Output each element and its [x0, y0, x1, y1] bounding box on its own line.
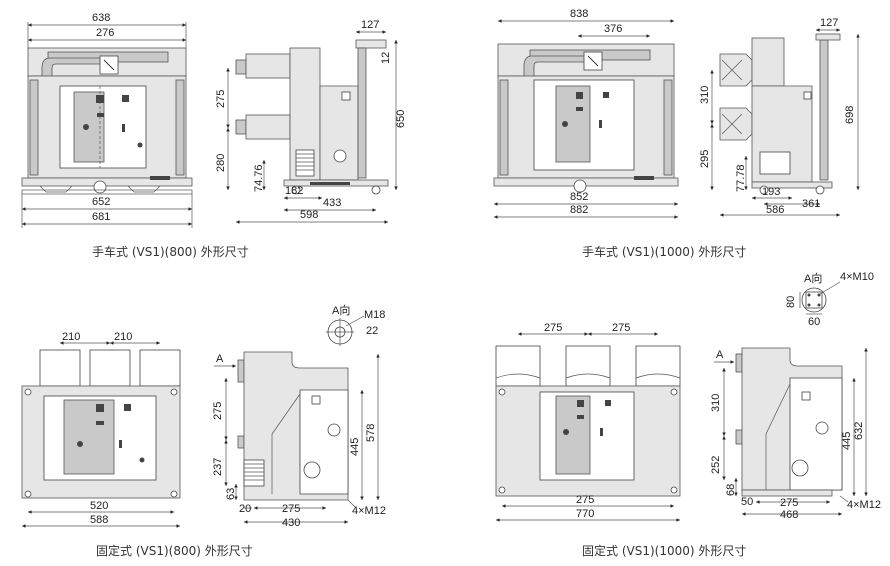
br-arrow-a: A	[716, 349, 724, 361]
br-dim-68: 68	[725, 484, 737, 496]
tl-dim-127: 127	[361, 19, 379, 31]
bl-dim-588: 588	[90, 514, 108, 526]
bl-detail-m18: M18	[364, 309, 385, 321]
tl-dim-12: 12	[380, 52, 392, 64]
tl-dim-681: 681	[92, 211, 110, 223]
br-side-dimensions: A 310 252 68 445 632 50 275 468 4×M12	[710, 348, 881, 521]
tr-dim-310: 310	[699, 86, 711, 104]
tr-dim-586: 586	[766, 204, 784, 216]
br-dim-275: 275	[780, 497, 798, 509]
br-dim-632: 632	[853, 422, 865, 440]
br-detail-label: A向	[804, 271, 822, 285]
tr-dim-193: 193	[762, 186, 780, 198]
tl-side-dimensions: 127 12 650 275 280 74.76 182 433 598	[215, 19, 407, 224]
tl-front-dimensions: 638 276 652 681	[21, 12, 193, 228]
tl-dim-652: 652	[92, 196, 110, 208]
tl-side-view	[235, 39, 389, 195]
bl-dim-210b: 210	[114, 331, 132, 343]
tl-dim-598: 598	[300, 209, 318, 221]
tl-dim-7476: 74.76	[253, 164, 265, 192]
caption-top-right: 手车式 (VS1)(1000) 外形尺寸	[582, 244, 746, 259]
br-detail-60: 60	[808, 316, 820, 328]
bl-dim-578: 578	[365, 424, 377, 442]
tr-dim-361: 361	[802, 198, 820, 210]
bl-dim-237: 237	[212, 458, 224, 476]
bl-dim-445: 445	[349, 438, 361, 456]
bl-dim-520: 520	[90, 500, 108, 512]
tr-dim-698: 698	[844, 106, 856, 124]
bl-arrow-a: A	[216, 353, 224, 365]
tr-dim-7778: 77.78	[735, 164, 747, 192]
tr-dim-127: 127	[820, 17, 838, 29]
bl-detail-label: A向	[332, 303, 350, 317]
br-dim-468: 468	[780, 509, 798, 521]
br-dim-50: 50	[741, 496, 753, 508]
bl-dim-63: 63	[225, 488, 237, 500]
br-front-dimensions: 275 275 275 770	[496, 322, 680, 522]
br-side-view	[735, 347, 843, 497]
caption-top-left: 手车式 (VS1)(800) 外形尺寸	[92, 244, 249, 259]
br-dim-275b: 275	[612, 322, 630, 334]
caption-bottom-left: 固定式 (VS1)(800) 外形尺寸	[96, 543, 253, 558]
tl-dim-638: 638	[92, 12, 110, 24]
bl-detail-a: A向 M18 22	[326, 303, 385, 346]
tl-dim-650: 650	[395, 110, 407, 128]
tl-dim-433: 433	[323, 197, 341, 209]
bl-front-view	[21, 349, 181, 499]
br-dim-252: 252	[710, 456, 722, 474]
tr-front-dimensions: 838 376 852 882	[494, 8, 678, 219]
br-detail-a: A向 4×M10 80 60	[785, 271, 874, 328]
tl-dim-280: 280	[215, 154, 227, 172]
tl-front-view	[21, 47, 193, 195]
br-bolts: 4×M12	[847, 499, 881, 511]
bl-dim-275b: 275	[282, 503, 300, 515]
br-front-view	[495, 345, 681, 497]
tr-side-dimensions: 127 698 310 295 77.78 193 361 586	[699, 17, 860, 217]
br-dim-310: 310	[710, 394, 722, 412]
br-dim-275c: 275	[576, 494, 594, 506]
bl-side-view	[237, 351, 349, 501]
tl-dim-276: 276	[96, 27, 114, 39]
bl-dim-430: 430	[282, 517, 300, 529]
bl-bolts: 4×M12	[352, 505, 386, 517]
br-dim-770: 770	[576, 508, 594, 520]
caption-bottom-right: 固定式 (VS1)(1000) 外形尺寸	[582, 543, 746, 558]
bl-front-dimensions: 210 210 520 588	[22, 331, 180, 528]
tl-dim-182: 182	[285, 185, 303, 197]
bl-dim-210a: 210	[62, 331, 80, 343]
bl-dim-20: 20	[239, 503, 251, 515]
tr-dim-376: 376	[604, 23, 622, 35]
tr-side-view	[719, 33, 841, 195]
bl-side-dimensions: A 275 237 63 445 578 20 275 430 4×M12	[212, 353, 386, 529]
br-detail-m10: 4×M10	[840, 271, 874, 283]
bl-dim-275: 275	[212, 402, 224, 420]
tr-front-view	[493, 43, 679, 193]
tr-dim-295: 295	[699, 150, 711, 168]
br-dim-275a: 275	[544, 322, 562, 334]
tl-dim-275: 275	[215, 90, 227, 108]
br-detail-80: 80	[785, 296, 797, 308]
tr-dim-838: 838	[570, 8, 588, 20]
tr-dim-852: 852	[570, 191, 588, 203]
bl-detail-22: 22	[366, 325, 378, 337]
tr-dim-882: 882	[570, 204, 588, 216]
br-dim-445: 445	[841, 432, 853, 450]
